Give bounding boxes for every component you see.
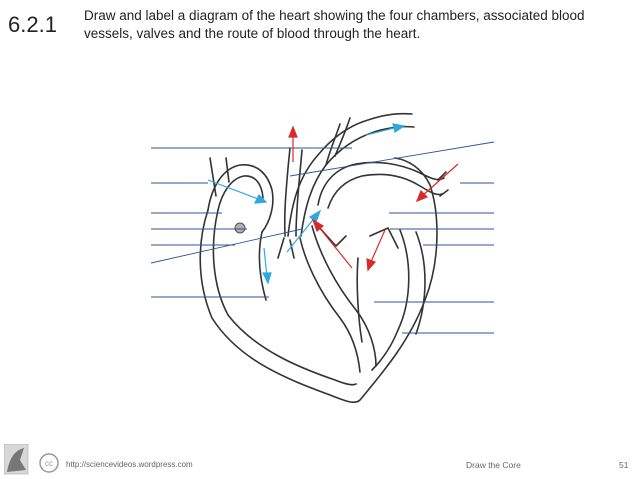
label-lines	[150, 141, 495, 334]
red-arrow-2	[415, 163, 459, 203]
heart-outline	[199, 112, 449, 403]
slide-number: 6.2.1	[8, 12, 57, 37]
svg-text:cc: cc	[45, 459, 53, 468]
logo-icon: cc	[4, 444, 59, 475]
creative-commons-icon	[39, 453, 59, 473]
blue-arrow-1	[207, 179, 268, 204]
red-arrows	[288, 125, 459, 272]
sa-node	[234, 222, 246, 234]
blue-arrow-4	[365, 123, 406, 136]
blue-arrows	[207, 123, 406, 285]
page-number: 51	[619, 460, 629, 470]
footer-url[interactable]: http://sciencevideos.wordpress.com	[66, 460, 193, 469]
red-arrow-4	[311, 218, 353, 269]
blue-arrow-2	[262, 247, 272, 285]
question-text: Draw and label a diagram of the heart sh…	[84, 8, 585, 41]
red-arrow-1	[288, 125, 298, 162]
footer-title: Draw the Core	[466, 460, 521, 470]
red-arrow-3	[366, 229, 386, 272]
label-line-6	[150, 228, 303, 264]
label-line-8	[289, 141, 495, 177]
